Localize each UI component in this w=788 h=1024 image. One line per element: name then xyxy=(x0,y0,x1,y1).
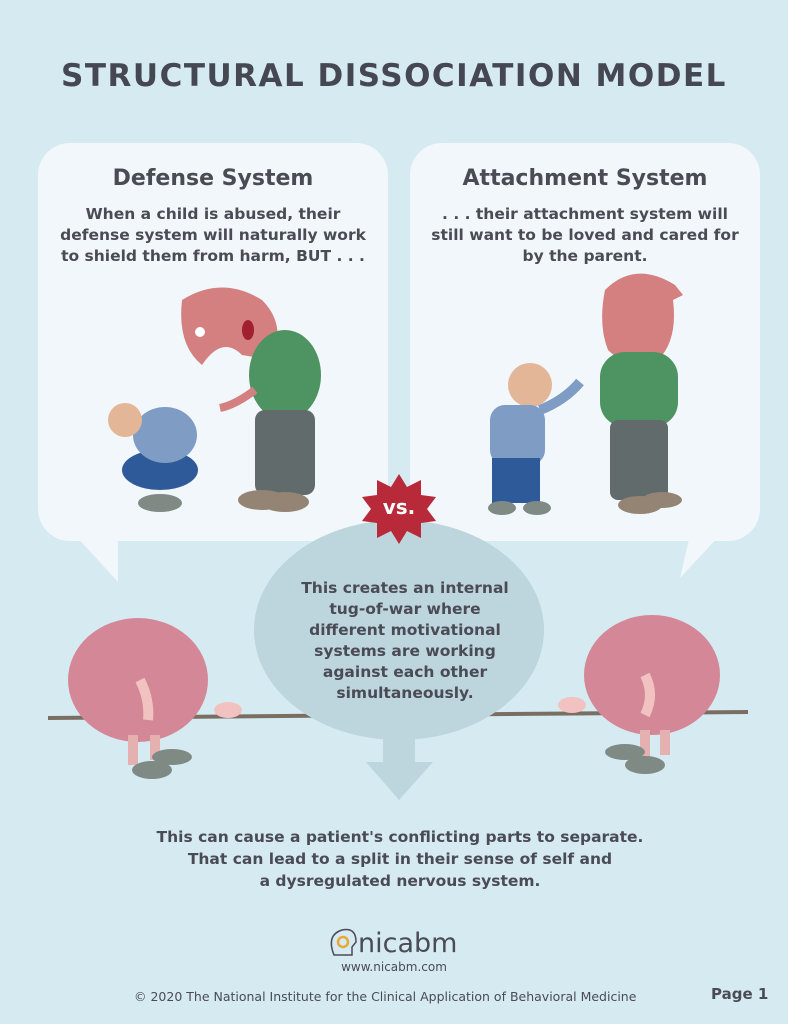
bottom-line: That can lead to a split in their sense … xyxy=(187,850,613,868)
bottom-text: This can cause a patient's conflicting p… xyxy=(100,826,700,892)
page-number: Page 1 xyxy=(711,985,769,1003)
middle-ellipse xyxy=(254,520,544,740)
arrow-shaft xyxy=(383,735,415,763)
left-brain-figure xyxy=(68,618,242,779)
attachment-bubble-tail xyxy=(680,535,720,578)
arms-crossed-parent-figure xyxy=(600,273,683,514)
right-brain-figure xyxy=(558,615,720,774)
defense-text: When a child is abused, their defense sy… xyxy=(60,205,366,265)
reaching-child-figure xyxy=(488,363,584,515)
attachment-title: Attachment System xyxy=(462,166,708,191)
bottom-line: This can cause a patient's conflicting p… xyxy=(156,828,644,846)
defense-title: Defense System xyxy=(112,166,314,191)
angry-parent-figure xyxy=(181,287,321,512)
vs-star xyxy=(362,474,436,544)
bottom-line: a dysregulated nervous system. xyxy=(259,872,541,890)
defense-bubble-tail xyxy=(75,535,118,582)
attachment-bubble xyxy=(410,143,760,541)
copyright: © 2020 The National Institute for the Cl… xyxy=(134,989,637,1004)
page-title: STRUCTURAL DISSOCIATION MODEL xyxy=(61,58,727,94)
nicabm-logo-icon xyxy=(330,928,357,956)
website-link[interactable]: www.nicabm.com xyxy=(341,960,447,974)
vs-label: vs. xyxy=(382,495,416,519)
logo-text: nicabm xyxy=(358,928,458,959)
middle-text: This creates an internal tug-of-war wher… xyxy=(301,579,509,702)
down-arrow-icon xyxy=(366,762,433,800)
crouching-child-figure xyxy=(108,403,198,512)
attachment-text: . . . their attachment system will still… xyxy=(431,205,739,265)
